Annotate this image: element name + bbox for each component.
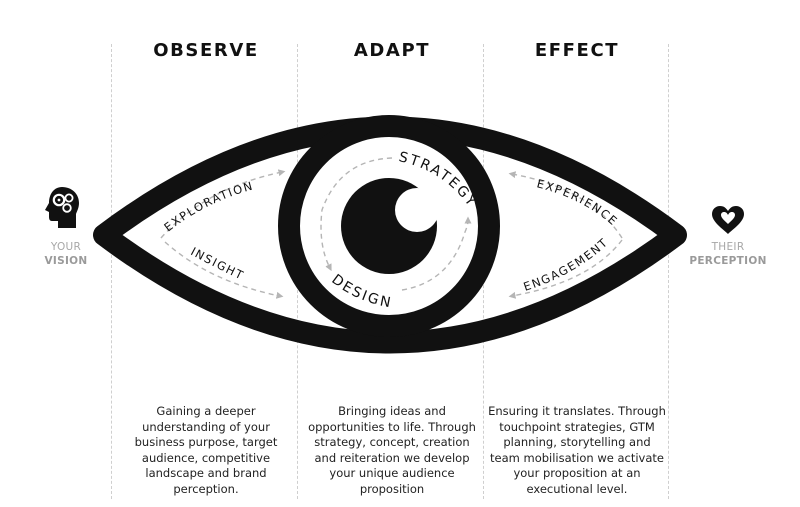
your-label: YOUR <box>50 241 82 253</box>
vision-label: VISION <box>44 255 88 267</box>
arrow-design-loop <box>401 216 472 291</box>
heading-effect: EFFECT <box>534 40 620 61</box>
label-insight: INSIGHT <box>188 244 246 283</box>
heading-observe: OBSERVE <box>153 40 259 61</box>
divider-1 <box>111 44 112 499</box>
divider-4 <box>668 44 669 499</box>
heading-adapt: ADAPT <box>353 40 431 61</box>
description-adapt: Bringing ideas and opportunities to life… <box>308 404 476 496</box>
head-gears-icon <box>45 187 79 228</box>
pupil-highlight <box>395 188 439 232</box>
their-label: THEIR <box>711 241 745 253</box>
description-observe: Gaining a deeper understanding of your b… <box>134 404 278 496</box>
arrow-insight <box>164 241 284 299</box>
perception-label: PERCEPTION <box>689 255 767 267</box>
arrow-engagement <box>508 239 623 299</box>
your-vision-label: YOUR VISION <box>21 240 111 268</box>
description-effect: Ensuring it translates. Through touchpoi… <box>488 404 666 496</box>
arrow-strategy-loop <box>320 157 393 272</box>
their-perception-label: THEIR PERCEPTION <box>683 240 773 268</box>
arrow-exploration <box>160 169 286 239</box>
arrow-experience <box>508 171 623 239</box>
eye-outline <box>93 116 687 354</box>
heart-icon <box>712 206 744 234</box>
